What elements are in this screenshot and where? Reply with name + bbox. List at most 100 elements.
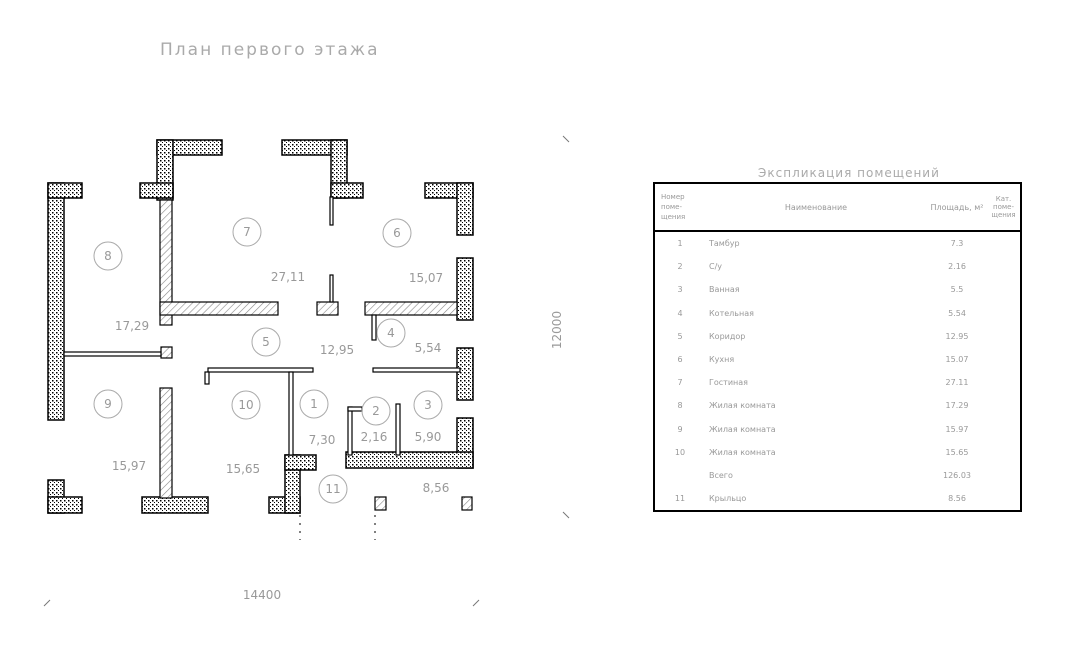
room-areas: 7,30 2,16 5,90 5,54 12,95 15,07 27,11 17… bbox=[112, 270, 450, 495]
room-number: 9 bbox=[104, 397, 112, 411]
table-row: Всего 126.03 bbox=[654, 464, 1021, 487]
row-number: 7 bbox=[677, 378, 683, 388]
row-area: 2.16 bbox=[948, 262, 966, 272]
row-category bbox=[987, 348, 1021, 371]
row-number: 9 bbox=[677, 424, 683, 434]
room-area: 17,29 bbox=[115, 319, 149, 333]
row-number: 1 bbox=[677, 239, 683, 249]
table-row: 2 С/у 2.16 bbox=[654, 255, 1021, 278]
row-number: 10 bbox=[674, 447, 686, 457]
row-name: Крыльцо bbox=[709, 494, 747, 504]
row-number: 8 bbox=[677, 401, 683, 411]
row-name: С/у bbox=[709, 262, 723, 272]
room-numbers: 1 2 3 4 5 6 7 8 9 10 11 bbox=[104, 225, 432, 496]
explication-title: Экспликация помещений bbox=[758, 166, 940, 180]
row-category bbox=[987, 441, 1021, 464]
room-area: 15,65 bbox=[226, 462, 260, 476]
room-area: 7,30 bbox=[309, 433, 336, 447]
row-number: 2 bbox=[677, 262, 683, 272]
row-area: 17.29 bbox=[945, 401, 969, 411]
room-area: 15,97 bbox=[112, 459, 146, 473]
table-row: 3 Ванная 5.5 bbox=[654, 278, 1021, 301]
room-area: 27,11 bbox=[271, 270, 305, 284]
row-category bbox=[987, 487, 1021, 511]
row-area: 15.97 bbox=[945, 424, 969, 434]
row-name: Ванная bbox=[709, 285, 740, 295]
room-number: 2 bbox=[372, 404, 380, 418]
partitions bbox=[63, 196, 461, 456]
row-number: 11 bbox=[674, 494, 686, 504]
row-category bbox=[987, 302, 1021, 325]
header-category: Кат. поме-щения bbox=[987, 183, 1021, 232]
table-row: 6 Кухня 15.07 bbox=[654, 348, 1021, 371]
row-area: 126.03 bbox=[943, 470, 971, 480]
room-markers bbox=[93, 217, 443, 504]
table-row: 5 Коридор 12.95 bbox=[654, 325, 1021, 348]
row-name: Всего bbox=[709, 470, 733, 480]
room-number: 1 bbox=[310, 397, 318, 411]
row-area: 15.65 bbox=[945, 447, 969, 457]
header-area: Площадь, м² bbox=[927, 183, 987, 232]
room-area: 12,95 bbox=[320, 343, 354, 357]
room-number: 6 bbox=[393, 226, 401, 240]
room-area: 8,56 bbox=[423, 481, 450, 495]
row-area: 5.54 bbox=[948, 308, 966, 318]
row-name: Тамбур bbox=[709, 239, 740, 249]
table-row: 9 Жилая комната 15.97 bbox=[654, 418, 1021, 441]
table-row: 1 Тамбур 7.3 bbox=[654, 231, 1021, 255]
plan-title: План первого этажа bbox=[160, 40, 380, 60]
room-number: 10 bbox=[238, 398, 253, 412]
room-number: 5 bbox=[262, 335, 270, 349]
row-area: 12.95 bbox=[945, 331, 969, 341]
table-row: 11 Крыльцо 8.56 bbox=[654, 487, 1021, 511]
explication-table: Номер поме-щения Наименование Площадь, м… bbox=[653, 182, 1022, 513]
room-number: 8 bbox=[104, 249, 112, 263]
dimension-width: 14400 bbox=[243, 588, 281, 602]
exterior-walls bbox=[47, 139, 474, 514]
row-name: Жилая комната bbox=[709, 424, 776, 434]
dimension-height: 12000 bbox=[550, 311, 564, 349]
row-area: 7.3 bbox=[950, 239, 964, 249]
row-category bbox=[987, 418, 1021, 441]
row-number: 3 bbox=[677, 285, 683, 295]
row-category bbox=[987, 371, 1021, 394]
row-area: 5.5 bbox=[950, 285, 964, 295]
row-category bbox=[987, 394, 1021, 417]
room-number: 11 bbox=[325, 482, 340, 496]
room-area: 15,07 bbox=[409, 271, 443, 285]
row-area: 27.11 bbox=[945, 378, 969, 388]
row-number: 5 bbox=[677, 331, 683, 341]
interior-walls bbox=[159, 199, 473, 511]
row-name: Коридор bbox=[709, 331, 746, 341]
row-area: 15.07 bbox=[945, 355, 969, 365]
row-number: 6 bbox=[677, 355, 683, 365]
room-area: 2,16 bbox=[361, 430, 388, 444]
row-category bbox=[987, 231, 1021, 255]
row-category bbox=[987, 325, 1021, 348]
table-row: 4 Котельная 5.54 bbox=[654, 302, 1021, 325]
row-name: Котельная bbox=[709, 308, 754, 318]
dimension-ticks bbox=[43, 135, 570, 607]
room-area: 5,90 bbox=[415, 430, 442, 444]
header-name: Наименование bbox=[705, 183, 927, 232]
table-row: 10 Жилая комната 15.65 bbox=[654, 441, 1021, 464]
room-number: 3 bbox=[424, 398, 432, 412]
table-row: 7 Гостиная 27.11 bbox=[654, 371, 1021, 394]
room-number: 7 bbox=[243, 225, 251, 239]
row-category bbox=[987, 278, 1021, 301]
row-name: Жилая комната bbox=[709, 401, 776, 411]
stair-lines bbox=[299, 515, 376, 540]
table-header-row: Номер поме-щения Наименование Площадь, м… bbox=[654, 183, 1021, 232]
row-number: 4 bbox=[677, 308, 683, 318]
row-name: Кухня bbox=[709, 355, 735, 365]
row-name: Жилая комната bbox=[709, 447, 776, 457]
row-category bbox=[987, 464, 1021, 487]
row-number bbox=[654, 464, 705, 487]
header-num: Номер поме-щения bbox=[654, 183, 705, 232]
table-row: 8 Жилая комната 17.29 bbox=[654, 394, 1021, 417]
row-area: 8.56 bbox=[948, 494, 966, 504]
row-category bbox=[987, 255, 1021, 278]
room-area: 5,54 bbox=[415, 341, 442, 355]
row-name: Гостиная bbox=[709, 378, 748, 388]
